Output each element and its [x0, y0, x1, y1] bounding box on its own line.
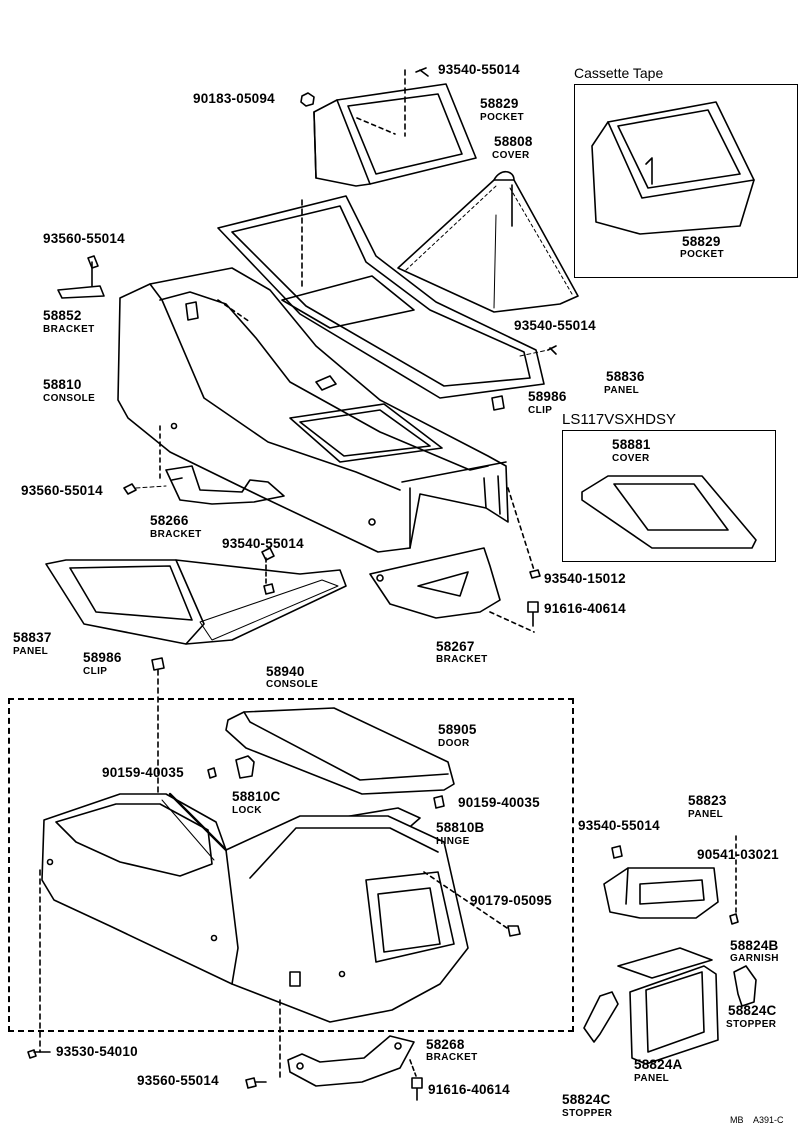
part-name: STOPPER [562, 1108, 613, 1119]
part-number: 58810 [43, 377, 82, 392]
variant-title: LS117VSXHDSY [562, 411, 676, 428]
part-number: 58986 [528, 389, 567, 404]
part-number: 93540-55014 [578, 818, 660, 833]
cassette-pocket-drawing [591, 101, 755, 235]
shift-boot-drawing [397, 170, 579, 313]
part-number: 58837 [13, 630, 52, 645]
part-name: PANEL [13, 646, 49, 657]
panel-58823-drawing [583, 835, 757, 1065]
cassette-tape-title: Cassette Tape [574, 65, 664, 81]
part-number: 93540-55014 [222, 536, 304, 551]
console-58810-drawing [117, 195, 545, 553]
part-number: 58829 [480, 96, 519, 111]
part-name: PANEL [634, 1073, 670, 1084]
part-name: BRACKET [150, 529, 202, 540]
console-58940-group-box [8, 698, 574, 1032]
part-name: HINGE [436, 836, 470, 847]
part-number: 58268 [426, 1037, 465, 1052]
part-number: 58823 [688, 793, 727, 808]
part-number: 58986 [83, 650, 122, 665]
bracket-58268-drawing [287, 1035, 423, 1101]
part-name: CLIP [83, 666, 108, 677]
part-name: CLIP [528, 405, 553, 416]
bracket-58267-drawing [369, 487, 535, 633]
part-number: 91616-40614 [544, 601, 626, 616]
bracket-58852-drawing [57, 255, 105, 299]
part-number: 58810B [436, 820, 485, 835]
part-number: 93560-55014 [43, 231, 125, 246]
part-name: GARNISH [730, 953, 779, 964]
part-name: LOCK [232, 805, 262, 816]
console-58940-drawing [39, 707, 521, 1081]
part-name: STOPPER [726, 1019, 777, 1030]
part-number: 58808 [494, 134, 533, 149]
part-number: 58940 [266, 664, 305, 679]
part-number: 91616-40614 [428, 1082, 510, 1097]
part-name: POCKET [680, 249, 725, 260]
part-name: CONSOLE [266, 679, 319, 690]
part-number: 93540-55014 [514, 318, 596, 333]
part-number: 90159-40035 [102, 765, 184, 780]
part-number: 58824C [562, 1092, 611, 1107]
part-number: 58905 [438, 722, 477, 737]
footer-code: MB [730, 1115, 744, 1125]
part-number: 90541-03021 [697, 847, 779, 862]
part-number: 93530-54010 [56, 1044, 138, 1059]
part-number: 58824B [730, 938, 779, 953]
part-number: 58836 [606, 369, 645, 384]
footer-ref: A391-C [753, 1115, 784, 1125]
part-name: BRACKET [436, 654, 488, 665]
part-name: PANEL [604, 385, 640, 396]
part-number: 58810C [232, 789, 281, 804]
part-number: 58824A [634, 1057, 683, 1072]
part-number: 58881 [612, 437, 651, 452]
part-name: DOOR [438, 738, 470, 749]
part-number: 90159-40035 [458, 795, 540, 810]
part-name: CONSOLE [43, 393, 96, 404]
part-number: 93540-15012 [544, 571, 626, 586]
part-number: 58824C [728, 1003, 777, 1018]
part-number: 58829 [682, 234, 721, 249]
part-number: 93560-55014 [21, 483, 103, 498]
cover-58881-drawing [581, 475, 757, 549]
part-number: 90183-05094 [193, 91, 275, 106]
pocket-58829-drawing [300, 69, 477, 187]
variant-box [562, 430, 776, 562]
part-name: COVER [612, 453, 650, 464]
part-name: BRACKET [426, 1052, 478, 1063]
part-name: BRACKET [43, 324, 95, 335]
part-name: COVER [492, 150, 530, 161]
part-number: 90179-05095 [470, 893, 552, 908]
part-name: POCKET [480, 112, 525, 123]
part-number: 58852 [43, 308, 82, 323]
part-name: PANEL [688, 809, 724, 820]
part-number: 93560-55014 [137, 1073, 219, 1088]
bracket-58266-drawing [123, 465, 285, 505]
part-number: 93540-55014 [438, 62, 520, 77]
part-number: 58266 [150, 513, 189, 528]
cassette-tape-box [574, 84, 798, 278]
part-number: 58267 [436, 639, 475, 654]
